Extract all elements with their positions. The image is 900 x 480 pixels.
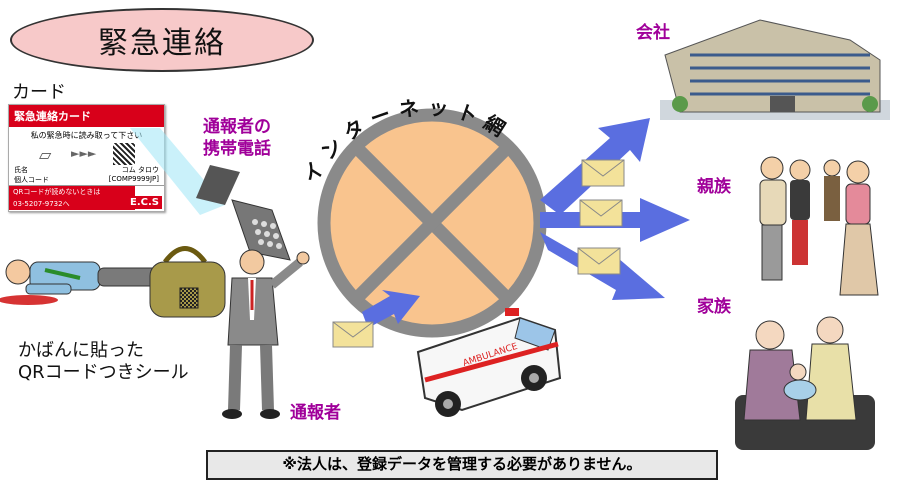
envelope-icon [579, 199, 623, 227]
family-label: 家族 [697, 297, 731, 317]
qr-code-icon [113, 143, 135, 165]
mobile-phone-icon [196, 165, 291, 261]
relatives-label: 親族 [697, 177, 731, 197]
bag-caption-line1: かばんに貼った [18, 340, 144, 361]
arrow-to-family [540, 232, 665, 300]
envelope-icon [332, 321, 374, 348]
card-subtitle: 私の緊急時に読み取って下さい [30, 131, 143, 140]
internet-label: インターネット網 [298, 95, 508, 187]
card-code-label: 個人コード [14, 176, 49, 184]
card-code-value: [COMP9999JP] [108, 175, 159, 183]
reporter-label: 通報者 [290, 403, 341, 423]
card-phone: 03-5207-9732へ [9, 198, 135, 210]
ambulance-icon: AMBULANCE [416, 308, 562, 417]
card-label: カード [12, 82, 66, 103]
phone-label-line1: 通報者の [203, 117, 271, 137]
company-building-icon [660, 19, 890, 120]
arrow-to-reporter [362, 290, 420, 328]
phone-label-line2: 携帯電話 [203, 139, 271, 159]
envelope-icon [581, 159, 625, 187]
svg-text:インターネット網: インターネット網 [298, 95, 516, 187]
card-qr-note: QRコードが読めないときは [9, 186, 135, 198]
card-icons: ▱ ►►► [9, 141, 164, 165]
notice-bar: ※法人は、登録データを管理する必要がありません。 [206, 450, 718, 480]
bag-caption: かばんに貼った QRコードつきシール [18, 340, 189, 384]
company-label: 会社 [636, 23, 670, 43]
arrows-icon: ►►► [71, 147, 97, 160]
envelope-icon [577, 247, 621, 275]
title-oval: 緊急連絡 [10, 8, 314, 72]
relatives-group-icon [759, 156, 879, 296]
card-header: 緊急連絡カード [9, 105, 164, 127]
bag-caption-line2: QRコードつきシール [18, 362, 189, 383]
page-title: 緊急連絡 [98, 26, 226, 61]
envelope-icons [332, 159, 625, 348]
card-name-value: コム タロウ [121, 166, 159, 174]
card-name-label: 氏名 [14, 166, 28, 174]
reporter-person-icon [222, 249, 310, 419]
phone-label: 通報者の 携帯電話 [203, 116, 271, 160]
family-group-icon [735, 316, 875, 450]
phone-small-icon: ▱ [39, 145, 52, 164]
card-brand-logo: E.C.S [127, 196, 162, 209]
bag-icon [149, 246, 226, 318]
internet-globe-icon [317, 108, 547, 338]
